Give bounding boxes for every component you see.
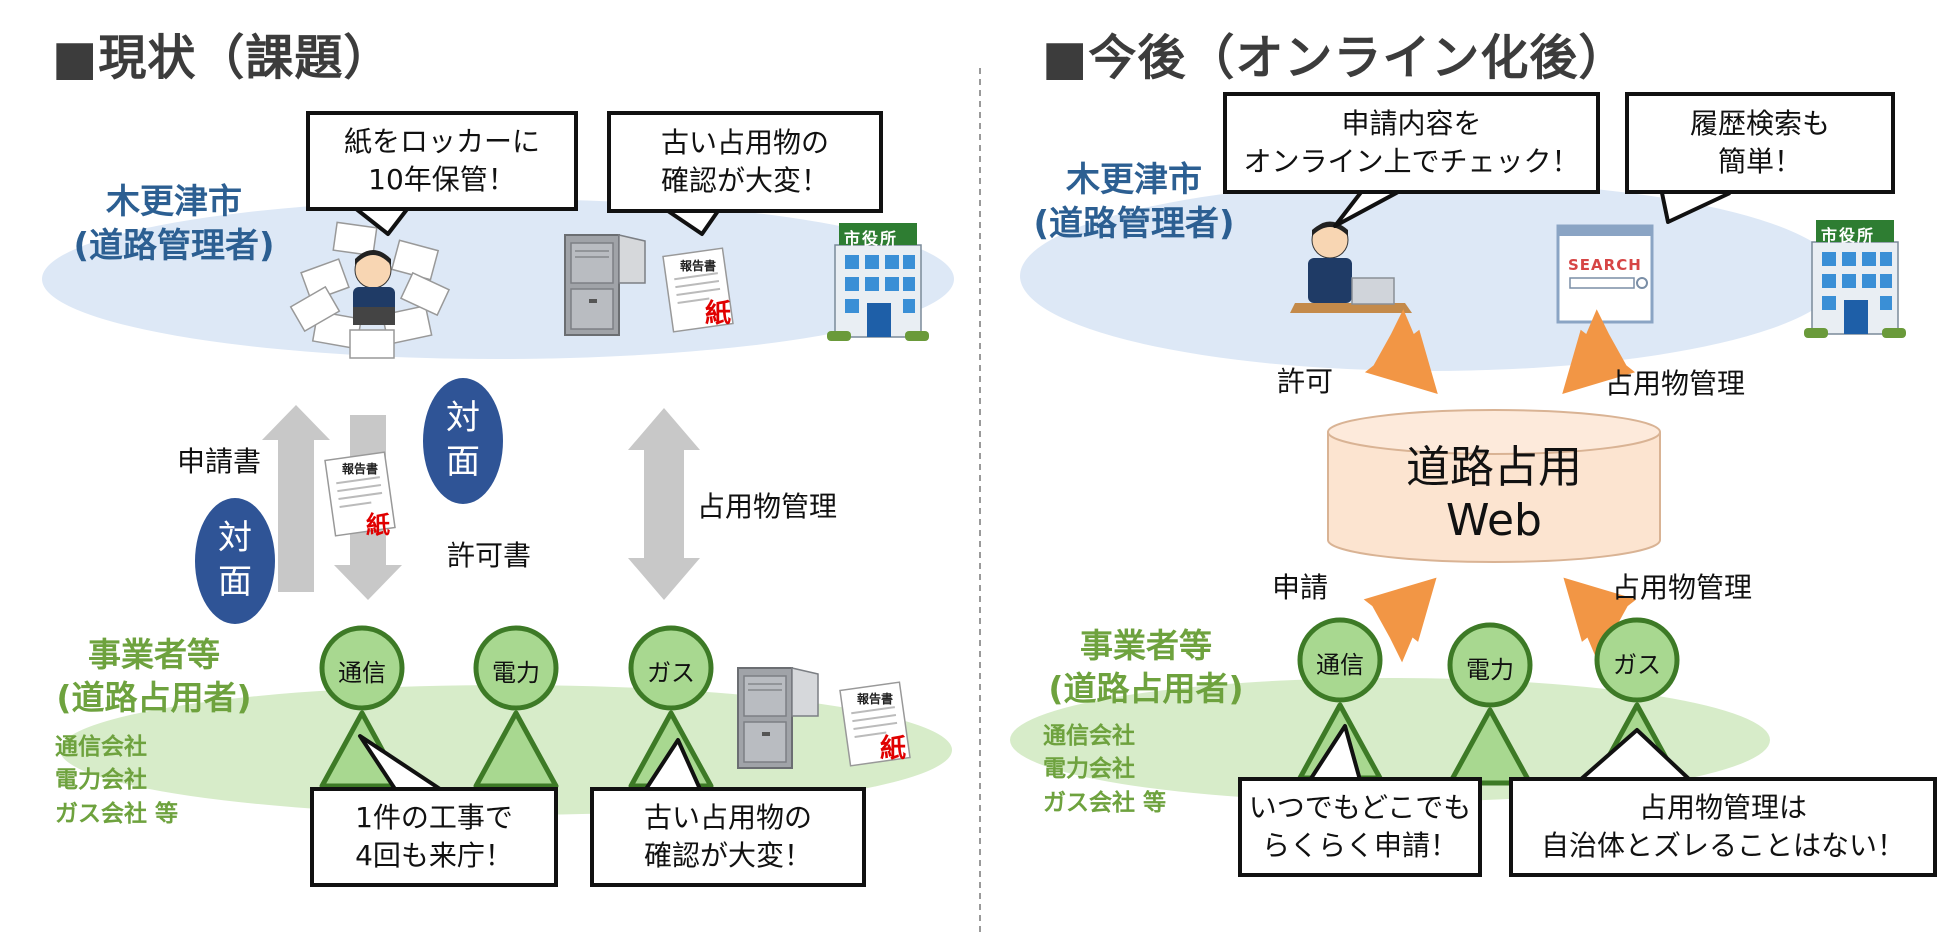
face-to-face-badge-2 [195, 498, 275, 624]
label-management-top: 占用物管理 [1605, 367, 1746, 400]
business-name: 事業者等 [1080, 626, 1212, 665]
paper-pile-worker [289, 221, 451, 359]
city-role: (道路管理者) [73, 226, 275, 267]
db-line: 道路占用 [1406, 442, 1582, 493]
search-window-icon [1556, 224, 1654, 324]
label-management-bottom: 占用物管理 [1612, 571, 1753, 604]
business-list-item: 電力会社 [1043, 756, 1135, 783]
bubble-line: 占用物管理は [1638, 791, 1807, 825]
bubble-anytime: いつでもどこでも らくらく申請！ [1238, 777, 1482, 877]
business-list-item: 電力会社 [55, 767, 147, 794]
report-title-middle: 報告書 [342, 462, 379, 476]
bubble-line: オンライン上でチェック！ [1243, 145, 1580, 178]
bubble-sync: 占用物管理は 自治体とズレることはない！ [1509, 777, 1937, 877]
person-label-gas: ガス [647, 659, 695, 687]
report-title: 報告書 [680, 259, 717, 273]
bubble-line: 古い占用物の [660, 126, 829, 160]
left-city-label: 木更津市 (道路管理者) [44, 180, 304, 268]
person-label-power: 電力 [492, 659, 540, 687]
bubble-line: 1件の工事で [355, 801, 513, 835]
bubble-line: 確認が大変！ [660, 164, 829, 197]
bubble-check-top: 古い占用物の 確認が大変！ [607, 111, 883, 213]
bubble-line: 申請内容を [1341, 107, 1482, 141]
city-hall-sign: 市役所 [844, 229, 899, 248]
bubble-online-check: 申請内容を オンライン上でチェック！ [1223, 92, 1600, 194]
bubble-history-search: 履歴検索も 簡単！ [1625, 92, 1895, 194]
bubble-line: 自治体とズレることはない！ [1540, 829, 1905, 862]
label-permit-form: 許可書 [447, 539, 532, 572]
face-to-face-label-2: 対面 [218, 518, 252, 603]
person-label-power-right: 電力 [1466, 656, 1514, 684]
bubble-line: いつでもどこでも [1248, 791, 1472, 825]
city-name: 木更津市 [106, 182, 242, 222]
right-business-list: 通信会社 電力会社 ガス会社 等 [1043, 720, 1166, 820]
bubble-line: 履歴検索も [1689, 107, 1830, 141]
business-role: (道路占用者) [56, 677, 252, 717]
person-label-telecom-right: 通信 [1316, 651, 1364, 679]
business-list-item: 通信会社 [1043, 723, 1135, 749]
label-permit: 許可 [1277, 365, 1334, 398]
paper-mark-bottom: 紙 [880, 734, 907, 764]
bubble-paper-storage: 紙をロッカーに 10年保管！ [306, 111, 578, 211]
face-to-face-label-1: 対面 [446, 398, 480, 483]
business-list-item: 通信会社 [55, 734, 147, 760]
bubble-line: 4回も来庁！ [355, 839, 513, 872]
bubble-line: 10年保管！ [368, 163, 516, 196]
label-application: 申請 [1272, 571, 1329, 604]
right-city-label: 木更津市 (道路管理者) [1016, 158, 1252, 246]
label-application-form: 申請書 [177, 445, 262, 478]
person-label-telecom: 通信 [338, 659, 386, 687]
business-name: 事業者等 [88, 635, 220, 674]
bubble-line: 古い占用物の [643, 801, 812, 835]
bubble-line: 確認が大変！ [643, 839, 812, 872]
paper-mark: 紙 [705, 299, 732, 329]
city-hall-sign-right: 市役所 [1821, 226, 1876, 245]
business-list-item: ガス会社 等 [55, 800, 179, 827]
left-business-list: 通信会社 電力会社 ガス会社 等 [55, 731, 178, 831]
report-title-bottom: 報告書 [857, 692, 894, 706]
right-business-label: 事業者等 (道路占用者) [1030, 625, 1262, 711]
bubble-line: らくらく申請！ [1261, 829, 1458, 862]
city-name: 木更津市 [1066, 160, 1202, 200]
orange-arrows [1363, 309, 1637, 663]
bubble-tails-right [1308, 189, 1731, 782]
road-occupancy-web-db [1327, 409, 1661, 563]
bubble-line: 紙をロッカーに [343, 125, 540, 159]
face-to-face-badge-1 [423, 378, 503, 504]
person-label-gas-right: ガス [1613, 651, 1661, 679]
bubble-tails-left [353, 206, 720, 791]
db-label: 道路占用 Web [1328, 442, 1660, 548]
db-line: Web [1446, 494, 1542, 546]
search-text: SEARCH [1568, 256, 1642, 274]
left-business-label: 事業者等 (道路占用者) [38, 634, 270, 720]
bubble-line: 簡単！ [1717, 145, 1802, 178]
label-occupancy-management: 占用物管理 [697, 490, 838, 523]
left-title: ■現状（課題） [52, 30, 393, 86]
business-role: (道路占用者) [1048, 668, 1244, 708]
business-list-item: ガス会社 等 [1043, 789, 1167, 816]
paper-mark-middle: 紙 [366, 511, 390, 539]
city-role: (道路管理者) [1033, 204, 1235, 245]
business-area-ellipse-right [1010, 678, 1770, 802]
bubble-check-bottom: 古い占用物の 確認が大変！ [590, 787, 866, 887]
right-title: ■今後（オンライン化後） [1042, 30, 1628, 86]
bubble-visits: 1件の工事で 4回も来庁！ [310, 787, 558, 887]
